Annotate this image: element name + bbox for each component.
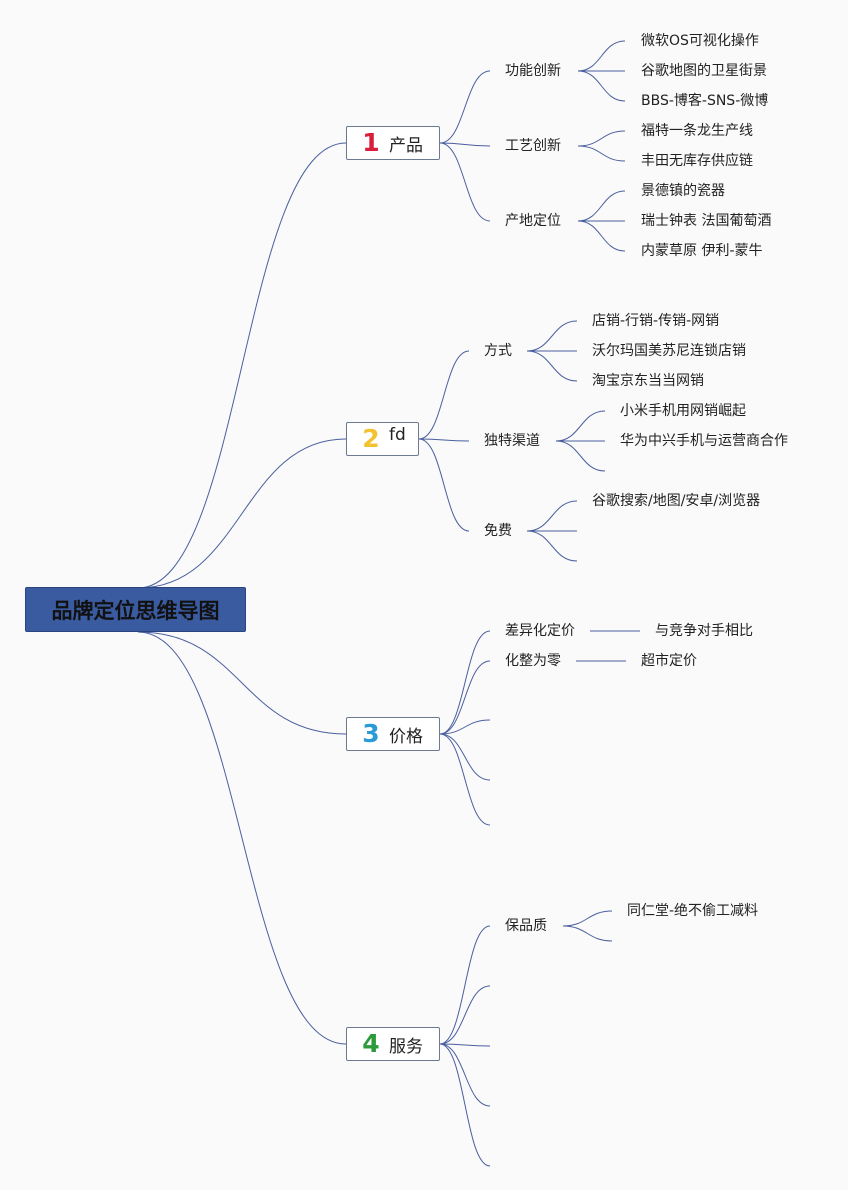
sub-label: 独特渠道 [484,433,540,449]
connector-line [439,1043,491,1167]
connector-line [137,438,347,589]
branch-node-product[interactable]: 1 产品 [346,126,440,160]
sub-label: 保品质 [505,918,547,934]
connector-line [439,733,491,781]
leaf-item: 福特一条龙生产线 [641,123,753,139]
connector-line [418,438,470,442]
sub-label: 免费 [484,523,512,539]
leaf-item: 淘宝京东当当网销 [592,373,704,389]
branch-number-1: 1 [362,128,380,157]
leaf-item: 景德镇的瓷器 [641,183,725,199]
connector-line [577,190,626,222]
branch-number-2: 2 [362,424,380,453]
connector-line [439,70,491,144]
leaf-item: 华为中兴手机与运营商合作 [620,433,788,449]
connector-line [439,142,491,147]
leaf-item: 小米手机用网销崛起 [620,403,746,419]
leaf-item: 与竞争对手相比 [655,623,753,639]
connector-line [137,631,347,1045]
connector-line [562,910,613,927]
root-node[interactable]: 品牌定位思维导图 [25,587,246,632]
connector-line [526,530,578,562]
connector-line [418,438,470,532]
connector-line [439,925,491,1045]
connector-line [439,733,491,826]
connector-line [577,220,626,252]
connector-line [439,630,491,735]
branch-label: 服务 [389,1036,423,1057]
connector-line [555,410,606,442]
connector-line [526,500,578,532]
sub-label: 工艺创新 [505,138,561,154]
leaf-item: 店销-行销-传销-网销 [592,313,720,329]
leaf-item: 内蒙草原 伊利-蒙牛 [641,243,763,259]
sub-label: 差异化定价 [505,623,575,639]
branch-label: 价格 [389,726,423,747]
branch-label: 产品 [389,135,423,156]
leaf-item: 丰田无库存供应链 [641,153,753,169]
leaf-item: 谷歌地图的卫星街景 [641,63,767,79]
connector-line [439,719,491,735]
leaf-item: 谷歌搜索/地图/安卓/浏览器 [592,493,761,509]
connector-line [526,320,578,352]
connector-line [577,145,626,162]
connector-line [577,130,626,147]
connector-line [439,142,491,222]
sub-label: 方式 [484,343,512,359]
connector-line [137,142,347,589]
leaf-item: BBS-博客-SNS-微博 [641,93,769,109]
connector-line [439,985,491,1045]
branch-number-4: 4 [362,1029,380,1058]
connector-line [137,631,347,735]
connector-line [577,40,626,72]
leaf-item: 微软OS可视化操作 [641,33,759,49]
branch-node-channel[interactable]: 2 fd [346,422,419,456]
connector-line [439,1043,491,1107]
branch-node-price[interactable]: 3 价格 [346,717,440,751]
connector-line [418,350,470,440]
branch-number-3: 3 [362,719,380,748]
sub-label: 产地定位 [505,213,561,229]
connector-line [439,1043,491,1047]
connector-line [577,70,626,102]
sub-label: 功能创新 [505,63,561,79]
leaf-item: 同仁堂-绝不偷工减料 [627,903,759,919]
connector-line [555,440,606,472]
branch-label: fd [389,425,406,445]
connector-line [526,350,578,382]
branch-node-service[interactable]: 4 服务 [346,1027,440,1061]
root-title: 品牌定位思维导图 [51,598,220,623]
sub-label: 化整为零 [505,653,561,669]
leaf-item: 沃尔玛国美苏尼连锁店销 [592,343,746,359]
connector-line [562,925,613,942]
leaf-item: 超市定价 [641,653,697,669]
connector-line [439,660,491,735]
leaf-item: 瑞士钟表 法国葡萄酒 [641,213,772,229]
